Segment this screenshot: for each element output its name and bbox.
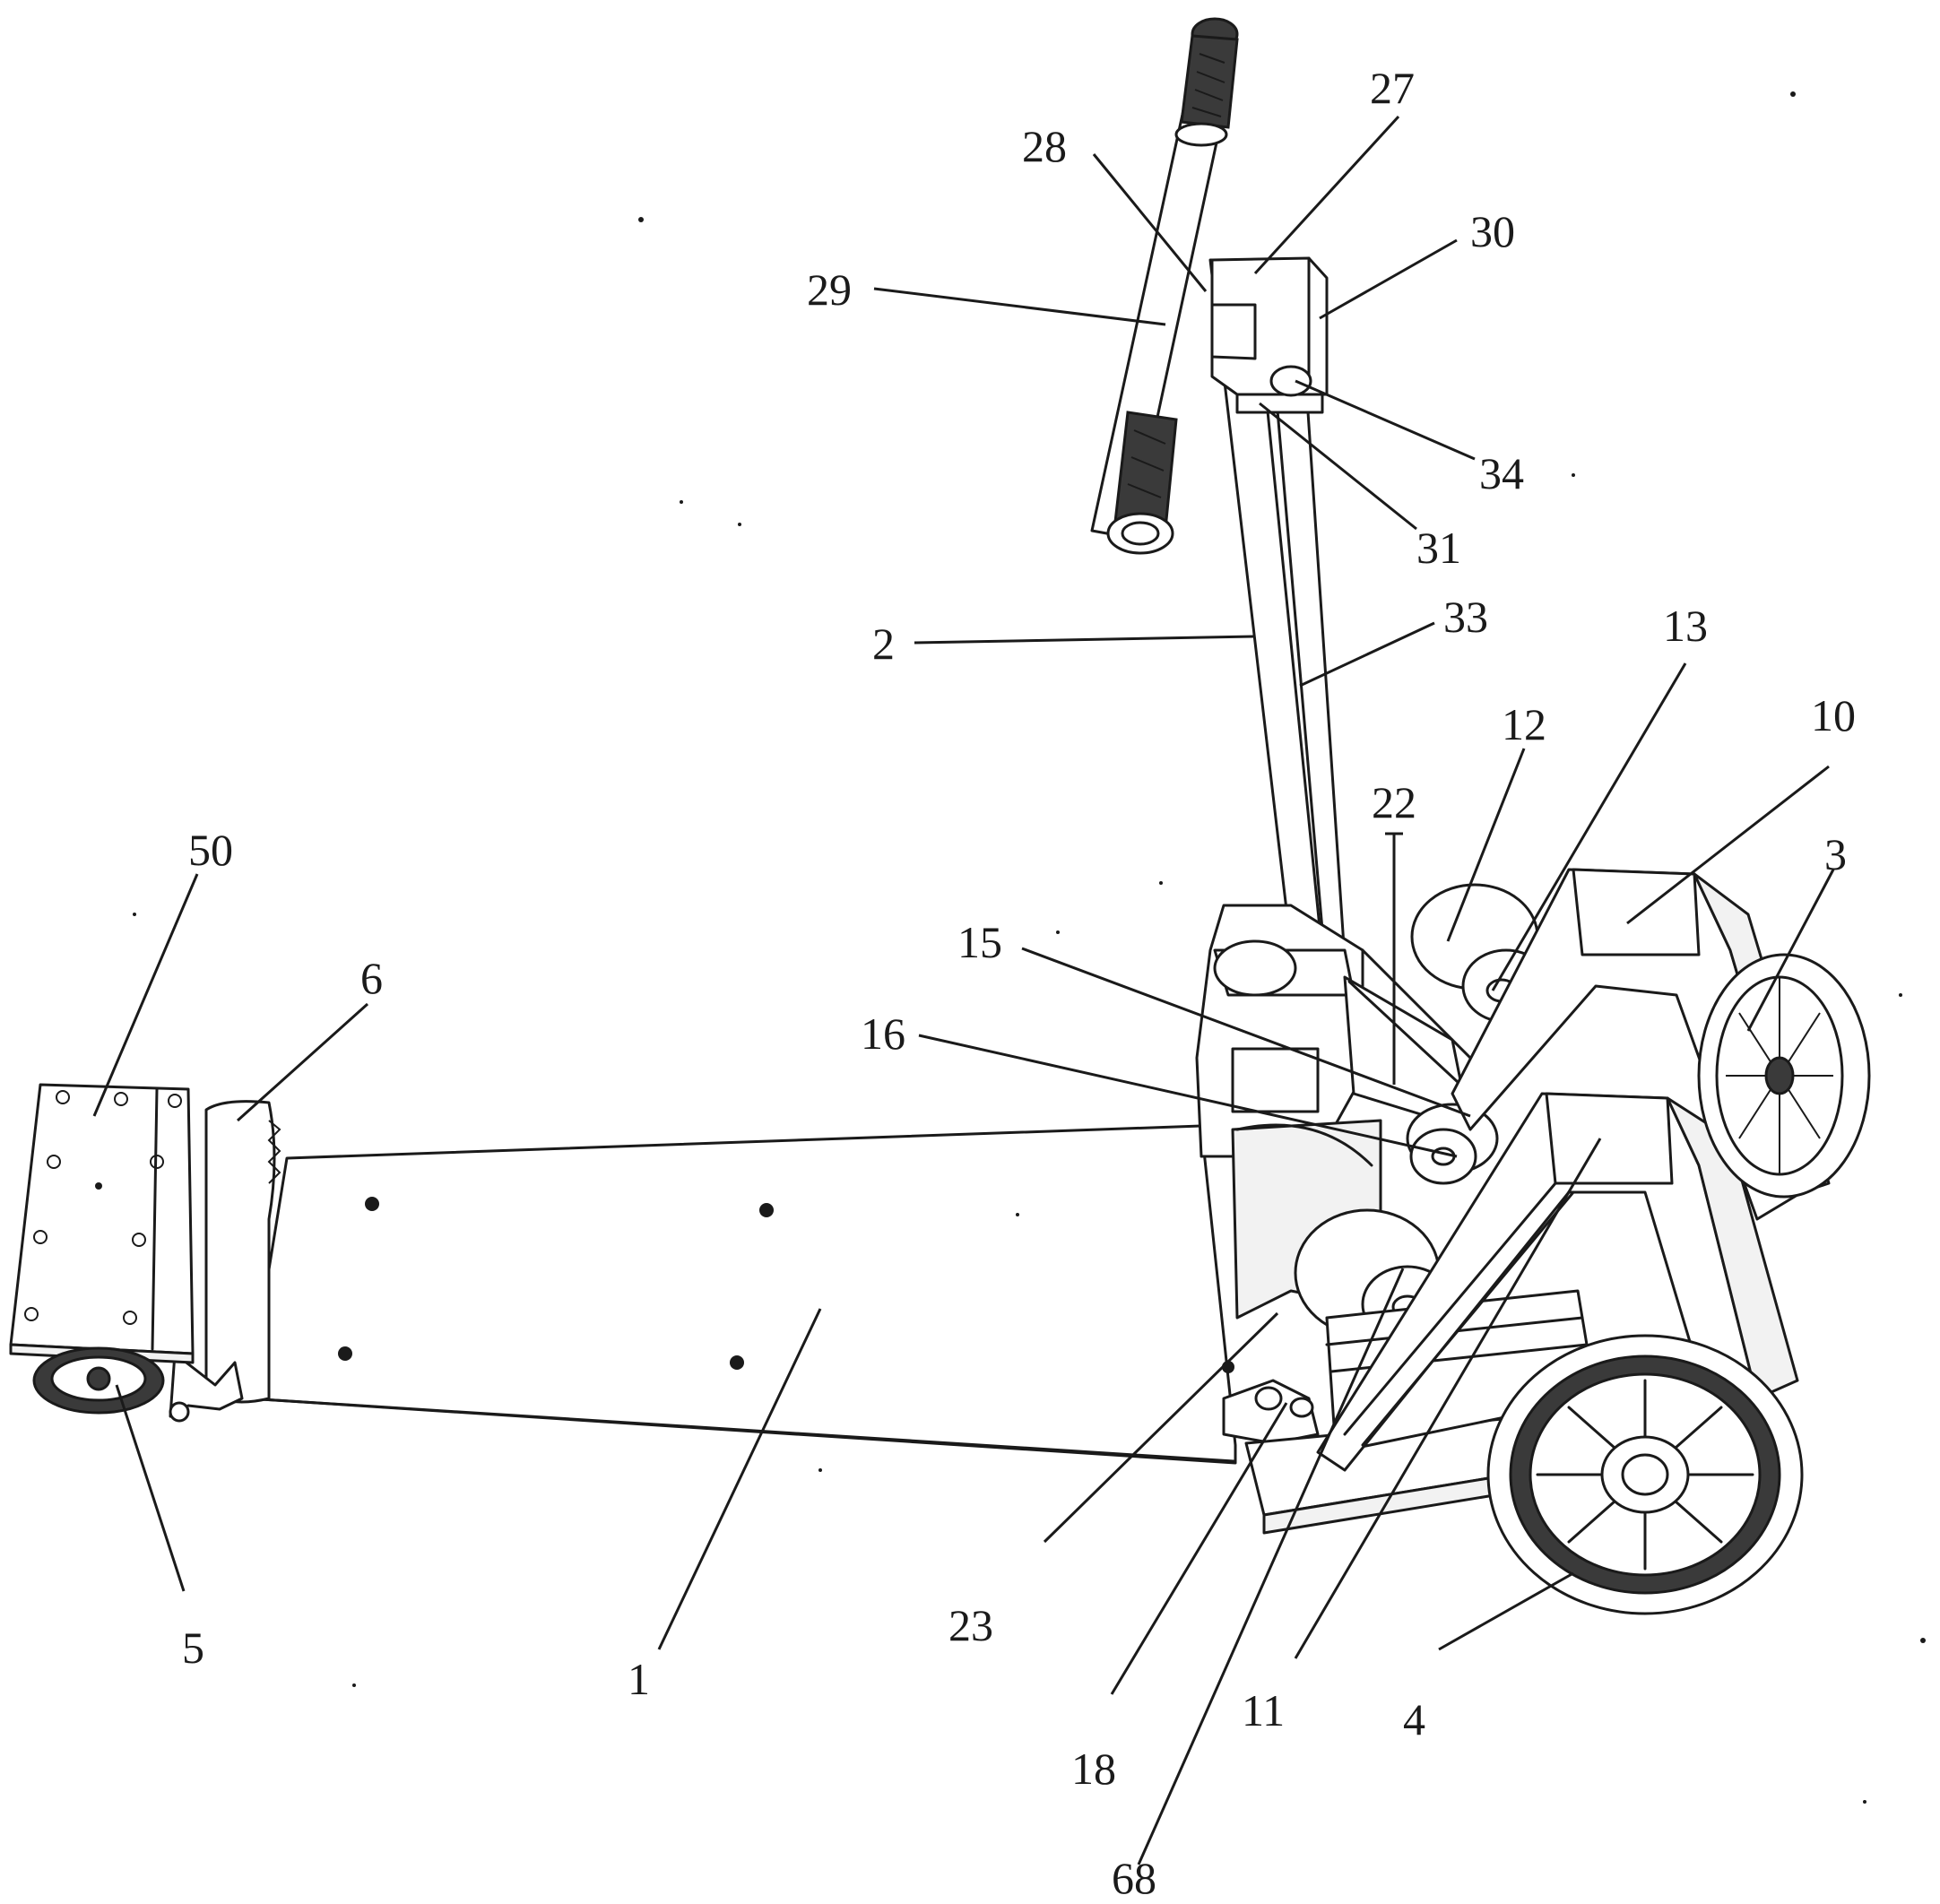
- label-31: 31: [1416, 523, 1461, 573]
- label-13: 13: [1663, 601, 1708, 651]
- roller-brush: [169, 1100, 281, 1423]
- label-34: 34: [1479, 448, 1524, 498]
- label-1: 1: [628, 1654, 650, 1704]
- label-22: 22: [1372, 777, 1416, 827]
- label-29: 29: [807, 264, 852, 315]
- label-5: 5: [182, 1623, 204, 1673]
- bearing-block: [1222, 1379, 1320, 1445]
- front-box: [9, 1083, 195, 1364]
- label-12: 12: [1502, 699, 1546, 749]
- label-33: 33: [1443, 592, 1488, 642]
- label-18: 18: [1071, 1744, 1116, 1794]
- column-head: [1210, 256, 1329, 414]
- handlebar: [1090, 17, 1239, 555]
- a-frame-front: [1316, 1092, 1799, 1472]
- label-28: 28: [1022, 121, 1067, 171]
- label-68: 68: [1112, 1853, 1156, 1903]
- leader-lines: [92, 115, 1835, 1865]
- label-3: 3: [1824, 829, 1847, 879]
- scan-noise: [133, 91, 1926, 1804]
- front-wheel: [32, 1346, 165, 1415]
- label-11: 11: [1242, 1685, 1285, 1735]
- label-2: 2: [872, 619, 895, 669]
- label-27: 27: [1370, 63, 1415, 113]
- label-10: 10: [1811, 690, 1856, 740]
- frame-housing: [1195, 904, 1490, 1320]
- label-30: 30: [1470, 206, 1515, 256]
- deck-board: [246, 1124, 1237, 1465]
- label-50: 50: [188, 825, 233, 875]
- label-16: 16: [861, 1008, 905, 1059]
- reference-labels: 50 6 5 1 23 18 68 11 4 3 10 13 12 22 15 …: [182, 63, 1856, 1903]
- label-15: 15: [957, 917, 1002, 967]
- label-23: 23: [948, 1600, 993, 1650]
- rear-wheel-near: [1486, 1334, 1804, 1615]
- label-4: 4: [1403, 1694, 1425, 1744]
- pulley-middle: [1406, 1103, 1499, 1185]
- label-6: 6: [360, 953, 383, 1003]
- rear-wheel-far: [1697, 953, 1871, 1199]
